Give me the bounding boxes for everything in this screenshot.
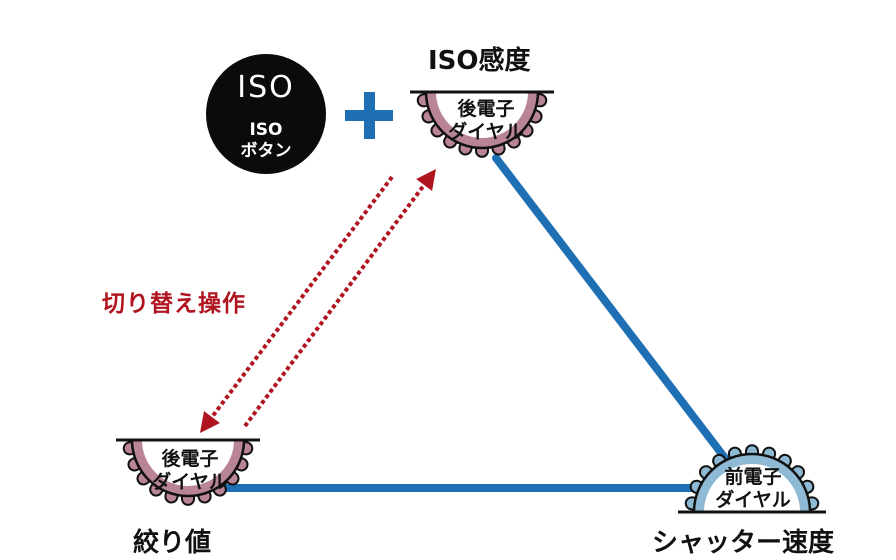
aperture-dial-line1: 後電子 bbox=[161, 448, 219, 470]
plus-icon bbox=[345, 92, 393, 139]
edge-iso-shutter bbox=[492, 154, 732, 466]
shutter-dial-line2: ダイヤル bbox=[715, 489, 791, 511]
aperture-label: 絞り値 bbox=[133, 528, 212, 558]
iso-button-caption: ISO ボタン bbox=[206, 120, 326, 162]
iso-dial-face bbox=[436, 92, 528, 138]
iso-dial-label: 後電子 ダイヤル bbox=[436, 98, 536, 144]
switch-arrow-down bbox=[200, 175, 394, 433]
iso-button-title: ISO bbox=[237, 70, 295, 105]
shutter-dial-label: 前電子 ダイヤル bbox=[703, 466, 803, 512]
shutter-dial-face bbox=[704, 464, 800, 512]
iso-rear-dial-icon bbox=[410, 90, 554, 158]
iso-dial-line1: 後電子 bbox=[457, 98, 515, 120]
aperture-dial-label: 後電子 ダイヤル bbox=[140, 448, 240, 494]
iso-button-icon: ISO ISO ボタン bbox=[206, 54, 326, 174]
shutter-front-dial-icon bbox=[678, 444, 826, 514]
shutter-dial-line1: 前電子 bbox=[724, 466, 782, 488]
aperture-dial-line2: ダイヤル bbox=[152, 471, 228, 493]
switch-arrow-up bbox=[243, 168, 436, 428]
iso-button-caption-line2: ボタン bbox=[240, 141, 292, 161]
shutter-speed-label: シャッター速度 bbox=[652, 528, 835, 558]
iso-button-caption-line1: ISO bbox=[249, 120, 283, 140]
iso-dial-line2: ダイヤル bbox=[448, 121, 524, 143]
aperture-rear-dial-icon bbox=[116, 438, 260, 506]
aperture-dial-face bbox=[142, 440, 234, 486]
iso-sensitivity-label: ISO感度 bbox=[428, 46, 531, 76]
switch-operation-label: 切り替え操作 bbox=[102, 291, 246, 317]
